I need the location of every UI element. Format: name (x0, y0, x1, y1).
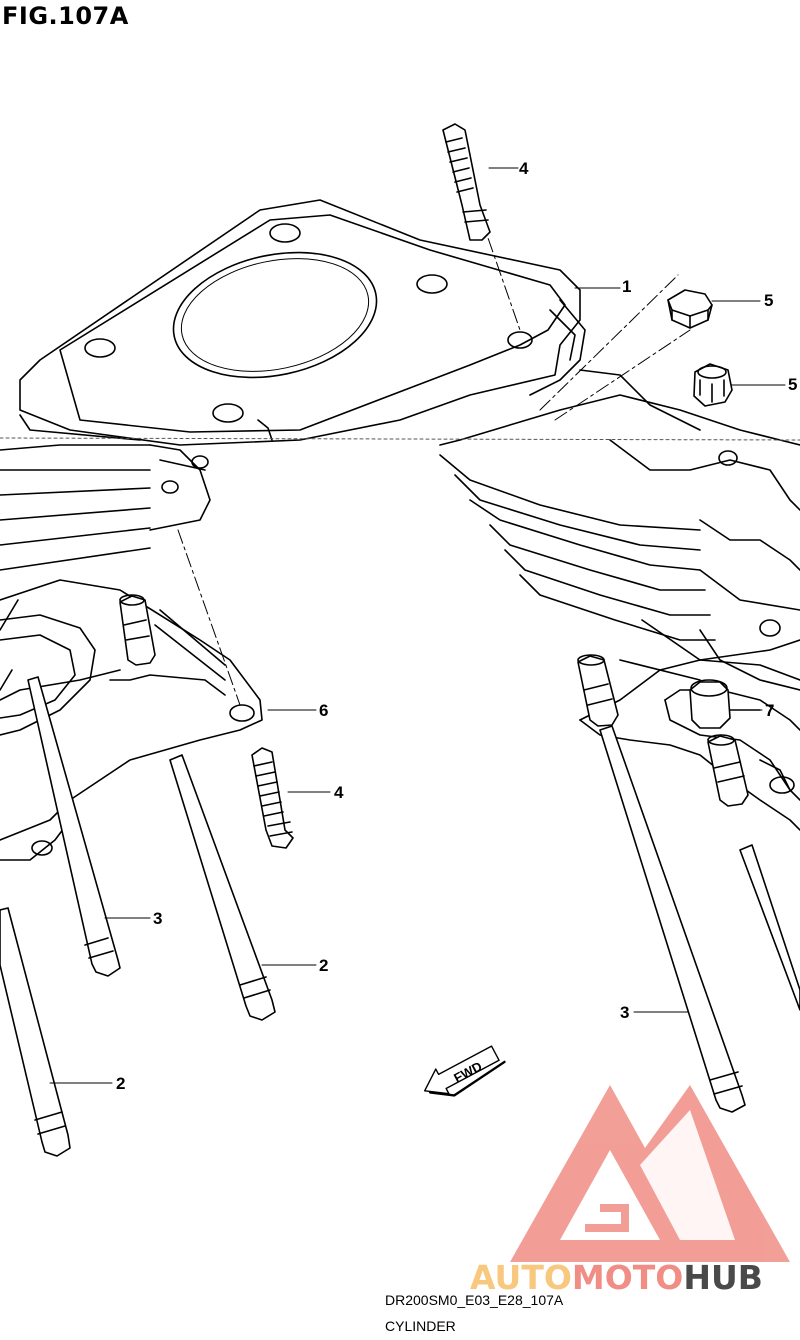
long-stud-right-edge (739, 844, 800, 1011)
nut-5-lower (693, 363, 786, 407)
watermark-moto: MOTO (571, 1258, 684, 1297)
callout-4-top: 4 (519, 159, 529, 178)
figure-title: FIG.107A (2, 2, 129, 30)
callout-6: 6 (319, 701, 329, 720)
callout-1: 1 (622, 277, 632, 296)
short-stud-right-upper (577, 654, 619, 727)
part-name: CYLINDER (385, 1318, 456, 1334)
long-stud-3-right (599, 725, 746, 1113)
forward-direction-arrow (423, 1045, 506, 1097)
long-stud-2-left (0, 907, 113, 1157)
callout-3-right: 3 (620, 1003, 630, 1022)
stud-bolt-lower (251, 747, 331, 849)
crankcase-face-right (579, 619, 800, 831)
dowel-stud-left (119, 594, 156, 666)
long-stud-2-mid (169, 754, 317, 1021)
crankcase-face-left (0, 529, 317, 861)
callout-2-mid: 2 (319, 956, 329, 975)
short-stud-right-lower (707, 734, 749, 807)
watermark-logo-icon (510, 1085, 790, 1262)
nut-5-upper (667, 289, 761, 329)
watermark-text: AUTOMOTOHUB (470, 1258, 763, 1297)
callout-5-upper: 5 (764, 291, 774, 310)
cylinder-top-view (0, 199, 800, 691)
watermark-auto: AUTO (470, 1258, 572, 1297)
fwd-label: FWD (451, 1058, 484, 1085)
callout-5-lower: 5 (788, 375, 798, 394)
callout-2-left: 2 (116, 1074, 126, 1093)
watermark-hub: HUB (683, 1258, 763, 1297)
dowel-pin-7 (689, 679, 763, 729)
callout-3-left: 3 (153, 909, 163, 928)
callout-4-lower: 4 (334, 783, 344, 802)
stud-bolt-top (442, 123, 519, 241)
long-stud-3-left (27, 676, 151, 977)
model-code: DR200SM0_E03_E28_107A (385, 1292, 564, 1308)
callout-7: 7 (765, 701, 775, 720)
